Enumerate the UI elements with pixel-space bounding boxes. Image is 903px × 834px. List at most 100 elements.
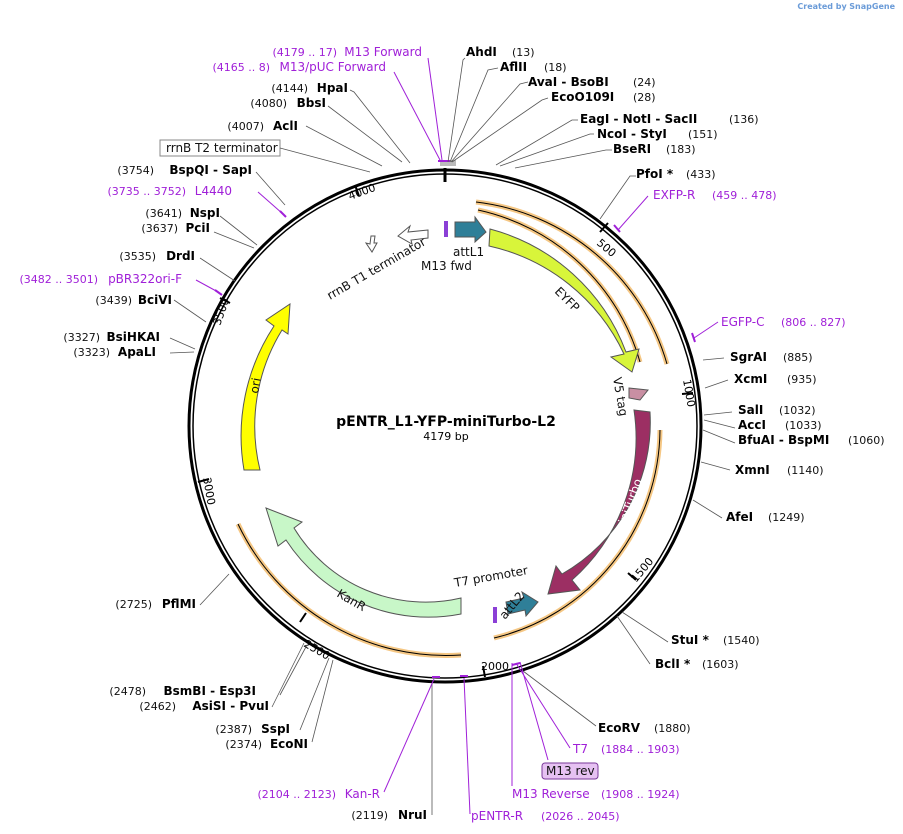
- attl1-arrow[interactable]: [454, 215, 487, 244]
- primer-name[interactable]: pENTR-R: [471, 809, 523, 823]
- miniturbo-label: miniTurbo: [612, 477, 645, 537]
- orf-ring-outer-line: [475, 201, 668, 365]
- tick-3500: 3500: [211, 296, 233, 327]
- primer-name[interactable]: M13 Forward: [344, 45, 422, 59]
- enzyme-name[interactable]: BsmBI - Esp3I: [164, 684, 256, 698]
- left-enzyme-labels: (4144) HpaI (4080) BbsI (4007) AclI (375…: [63, 81, 427, 822]
- enzyme-name[interactable]: AvaI - BsoBI: [528, 75, 609, 89]
- enzyme-name[interactable]: XmnI: [735, 463, 770, 477]
- enzyme-name[interactable]: AccI: [738, 418, 766, 432]
- enzyme-name[interactable]: NruI: [398, 808, 427, 822]
- enzyme-pos: (1880): [654, 722, 691, 735]
- primer-leaders: [195, 57, 719, 815]
- tick-3000: 3000: [200, 476, 218, 506]
- enzyme-name[interactable]: AclI: [273, 119, 298, 133]
- rrnb-t2-leader: [279, 147, 371, 173]
- orf-ring-kan-line: [237, 523, 462, 656]
- enzyme-pos: (1060): [848, 434, 885, 447]
- enzyme-name[interactable]: EcoO109I: [551, 90, 614, 104]
- primer-name[interactable]: M13 Reverse: [512, 787, 590, 801]
- enzyme-pos: (2374): [225, 738, 262, 751]
- enzyme-pos: (3327): [63, 331, 100, 344]
- enzyme-pos: (24): [633, 76, 656, 89]
- enzyme-name[interactable]: EcoRV: [598, 721, 641, 735]
- enzyme-name[interactable]: AhdI: [466, 45, 497, 59]
- primer-labels: (4179 .. 17) M13 Forward (4165 .. 8) M13…: [19, 45, 845, 823]
- enzyme-name[interactable]: AflII: [500, 60, 527, 74]
- primer-name[interactable]: T7: [572, 742, 588, 756]
- enzyme-name[interactable]: HpaI: [317, 81, 348, 95]
- primer-name[interactable]: pBR322ori-F: [108, 272, 182, 286]
- ori-arrow[interactable]: [240, 303, 291, 471]
- enzyme-name[interactable]: StuI *: [671, 633, 710, 647]
- primer-pos: (4179 .. 17): [272, 46, 337, 59]
- enzyme-pos: (13): [512, 46, 535, 59]
- enzyme-pos: (4080): [250, 97, 287, 110]
- enzyme-pos: (136): [729, 113, 759, 126]
- enzyme-name[interactable]: EcoNI: [270, 737, 308, 751]
- enzyme-name[interactable]: BseRI: [613, 142, 651, 156]
- rrnb-t2-arrow[interactable]: [364, 235, 378, 253]
- enzyme-name[interactable]: PfoI *: [636, 167, 674, 181]
- enzyme-name[interactable]: EagI - NotI - SacII: [580, 112, 697, 126]
- t7-mark: [493, 607, 497, 623]
- primer-pos: (1908 .. 1924): [601, 788, 680, 801]
- enzyme-name[interactable]: PciI: [186, 221, 211, 235]
- enzyme-name[interactable]: BfuAI - BspMI: [738, 433, 829, 447]
- enzyme-name[interactable]: DrdI: [166, 249, 195, 263]
- enzyme-name[interactable]: BciVI: [138, 293, 172, 307]
- enzyme-pos: (2119): [351, 809, 388, 822]
- enzyme-name[interactable]: NspI: [190, 206, 220, 220]
- enzyme-pos: (2725): [115, 598, 152, 611]
- tick-1000: 1000: [680, 378, 698, 408]
- primer-pos: (3735 .. 3752): [107, 185, 186, 198]
- enzyme-pos: (3637): [141, 222, 178, 235]
- enzyme-pos: (4144): [271, 82, 308, 95]
- primer-name[interactable]: EXFP-R: [653, 188, 695, 202]
- primer-pos: (4165 .. 8): [212, 61, 270, 74]
- plasmid-length: 4179 bp: [423, 430, 468, 443]
- miniturbo-arrow[interactable]: [547, 409, 651, 595]
- primer-pos: (3482 .. 3501): [19, 273, 98, 286]
- overlap-highlight: [440, 160, 456, 166]
- kanr-arrow[interactable]: [265, 507, 462, 618]
- enzyme-pos: (1032): [779, 404, 816, 417]
- m13-fwd-label: M13 fwd: [421, 259, 472, 273]
- attl2-arrow[interactable]: [505, 590, 539, 618]
- enzyme-name[interactable]: SspI: [261, 722, 290, 736]
- enzyme-pos: (1540): [723, 634, 760, 647]
- enzyme-name[interactable]: PflMI: [162, 597, 196, 611]
- m13-fwd-mark: [444, 221, 448, 237]
- enzyme-name[interactable]: ApaLI: [118, 345, 156, 359]
- enzyme-name[interactable]: BclI *: [655, 657, 691, 671]
- primer-name[interactable]: Kan-R: [345, 787, 380, 801]
- left-enzyme-leaders: [169, 89, 433, 815]
- primer-name[interactable]: M13 rev: [546, 764, 595, 778]
- enzyme-name[interactable]: BbsI: [297, 96, 326, 110]
- enzyme-name[interactable]: SalI: [738, 403, 763, 417]
- enzyme-pos: (151): [688, 128, 718, 141]
- rrnb-t2-label[interactable]: rrnB T2 terminator: [166, 141, 278, 155]
- enzyme-pos: (18): [544, 61, 567, 74]
- enzyme-name[interactable]: BsiHKAI: [107, 330, 161, 344]
- primer-name[interactable]: M13/pUC Forward: [279, 60, 386, 74]
- primer-pos: (2026 .. 2045): [541, 810, 620, 823]
- enzyme-name[interactable]: SgrAI: [730, 350, 767, 364]
- primer-name[interactable]: L4440: [195, 184, 232, 198]
- primer-name[interactable]: EGFP-C: [721, 315, 764, 329]
- right-enzyme-leaders: [447, 57, 736, 727]
- v5-tag-arrow[interactable]: [628, 387, 649, 401]
- m13-rev-box: [541, 762, 599, 780]
- enzyme-name[interactable]: AfeI: [726, 510, 753, 524]
- enzyme-name[interactable]: NcoI - StyI: [597, 127, 667, 141]
- enzyme-name[interactable]: BspQI - SapI: [169, 163, 252, 177]
- enzyme-pos: (2478): [109, 685, 146, 698]
- rrnb-t1-arrow[interactable]: [397, 224, 429, 246]
- enzyme-name[interactable]: XcmI: [734, 372, 767, 386]
- plasmid-name: pENTR_L1-YFP-miniTurbo-L2: [336, 414, 556, 430]
- eyfp-arrow[interactable]: [488, 228, 640, 373]
- enzyme-name[interactable]: AsiSI - PvuI: [192, 699, 269, 713]
- attl1-label: attL1: [453, 245, 484, 259]
- enzyme-pos: (28): [633, 91, 656, 104]
